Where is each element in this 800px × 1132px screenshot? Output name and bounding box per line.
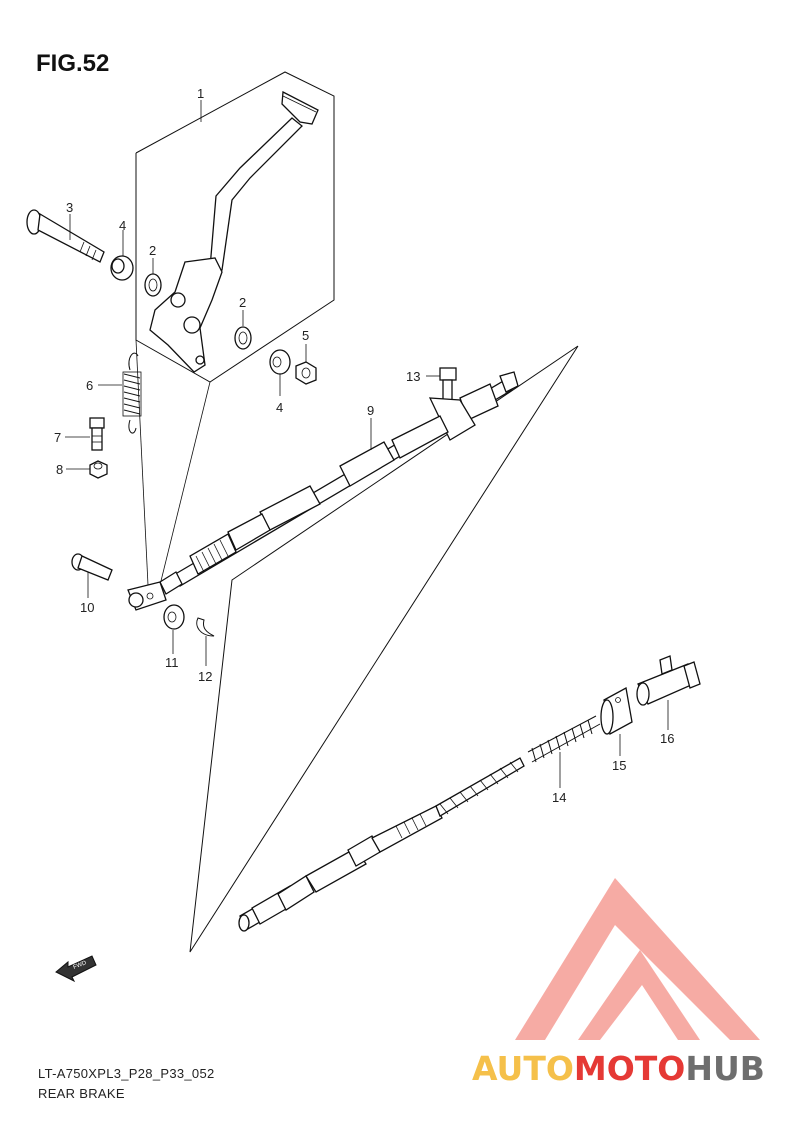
leader-line bbox=[159, 381, 211, 586]
callout-16: 16 bbox=[660, 731, 674, 746]
bolt-icon bbox=[89, 417, 105, 451]
lower-brake-cable-icon bbox=[238, 757, 525, 932]
cable-group-outline bbox=[189, 345, 579, 953]
cable-spring-icon bbox=[527, 715, 601, 763]
callout-3: 3 bbox=[66, 200, 73, 215]
washer-icon bbox=[163, 604, 185, 630]
automotohub-wordmark: AUTOMOTOHUB bbox=[472, 1049, 765, 1088]
return-spring-icon bbox=[122, 352, 142, 434]
callout-14: 14 bbox=[552, 790, 566, 805]
clevis-pin-icon bbox=[71, 553, 113, 581]
figure-title: FIG.52 bbox=[36, 50, 110, 77]
automotohub-logo-icon bbox=[515, 878, 760, 1040]
bushing-icon bbox=[110, 255, 134, 281]
nut-icon bbox=[295, 361, 317, 385]
cable-joint-icon bbox=[600, 686, 633, 736]
leader-line bbox=[135, 339, 149, 586]
cotter-pin-icon bbox=[196, 617, 215, 637]
callout-8: 8 bbox=[56, 462, 63, 477]
callout-1: 1 bbox=[197, 86, 204, 101]
figure-code: LT-A750XPL3_P28_P33_052 bbox=[38, 1066, 215, 1081]
callout-4: 4 bbox=[276, 400, 283, 415]
callout-2: 2 bbox=[239, 295, 246, 310]
fwd-label: FWD bbox=[73, 960, 89, 971]
nut-icon bbox=[89, 460, 108, 479]
figure-name: REAR BRAKE bbox=[38, 1086, 125, 1101]
pivot-bolt-icon bbox=[26, 209, 105, 263]
callout-13: 13 bbox=[406, 369, 420, 384]
callout-4: 4 bbox=[119, 218, 126, 233]
upper-brake-cable-icon bbox=[159, 371, 519, 595]
callout-leaders bbox=[65, 100, 669, 788]
callout-10: 10 bbox=[80, 600, 94, 615]
callout-7: 7 bbox=[54, 430, 61, 445]
callout-11: 11 bbox=[165, 655, 179, 670]
callout-5: 5 bbox=[302, 328, 309, 343]
brake-pedal-icon bbox=[149, 90, 319, 373]
bolt-icon bbox=[439, 367, 457, 401]
callout-9: 9 bbox=[367, 403, 374, 418]
cable-adjuster-icon bbox=[636, 655, 701, 706]
washer-icon bbox=[269, 349, 291, 375]
forward-arrow-icon: FWD bbox=[55, 955, 97, 983]
clevis-yoke-icon bbox=[127, 581, 167, 611]
watermark-part-auto: AUTOMOTOHUB bbox=[472, 1049, 765, 1088]
oil-seal-icon bbox=[234, 326, 252, 350]
callout-6: 6 bbox=[86, 378, 93, 393]
oil-seal-icon bbox=[144, 273, 162, 297]
callout-12: 12 bbox=[198, 669, 212, 684]
callout-2: 2 bbox=[149, 243, 156, 258]
callout-15: 15 bbox=[612, 758, 626, 773]
